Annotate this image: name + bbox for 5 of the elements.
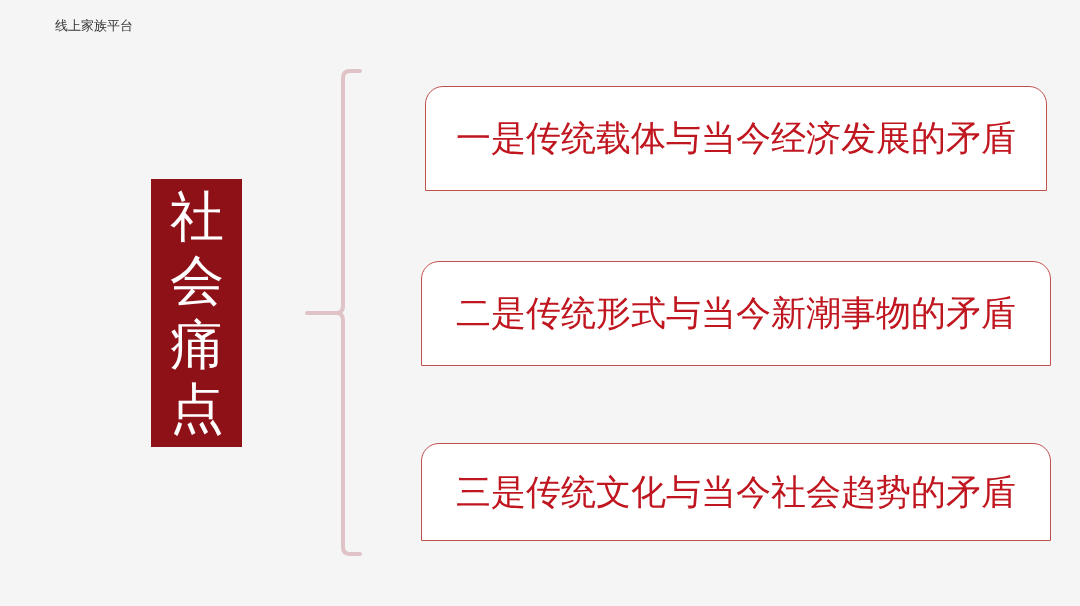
text-box: 二是传统形式与当今新潮事物的矛盾 bbox=[421, 261, 1051, 366]
text-box: 一是传统载体与当今经济发展的矛盾 bbox=[425, 86, 1047, 191]
title-banner: 社会痛点 bbox=[151, 179, 242, 447]
header-text: 线上家族平台 bbox=[55, 17, 133, 35]
text-box: 三是传统文化与当今社会趋势的矛盾 bbox=[421, 443, 1051, 541]
